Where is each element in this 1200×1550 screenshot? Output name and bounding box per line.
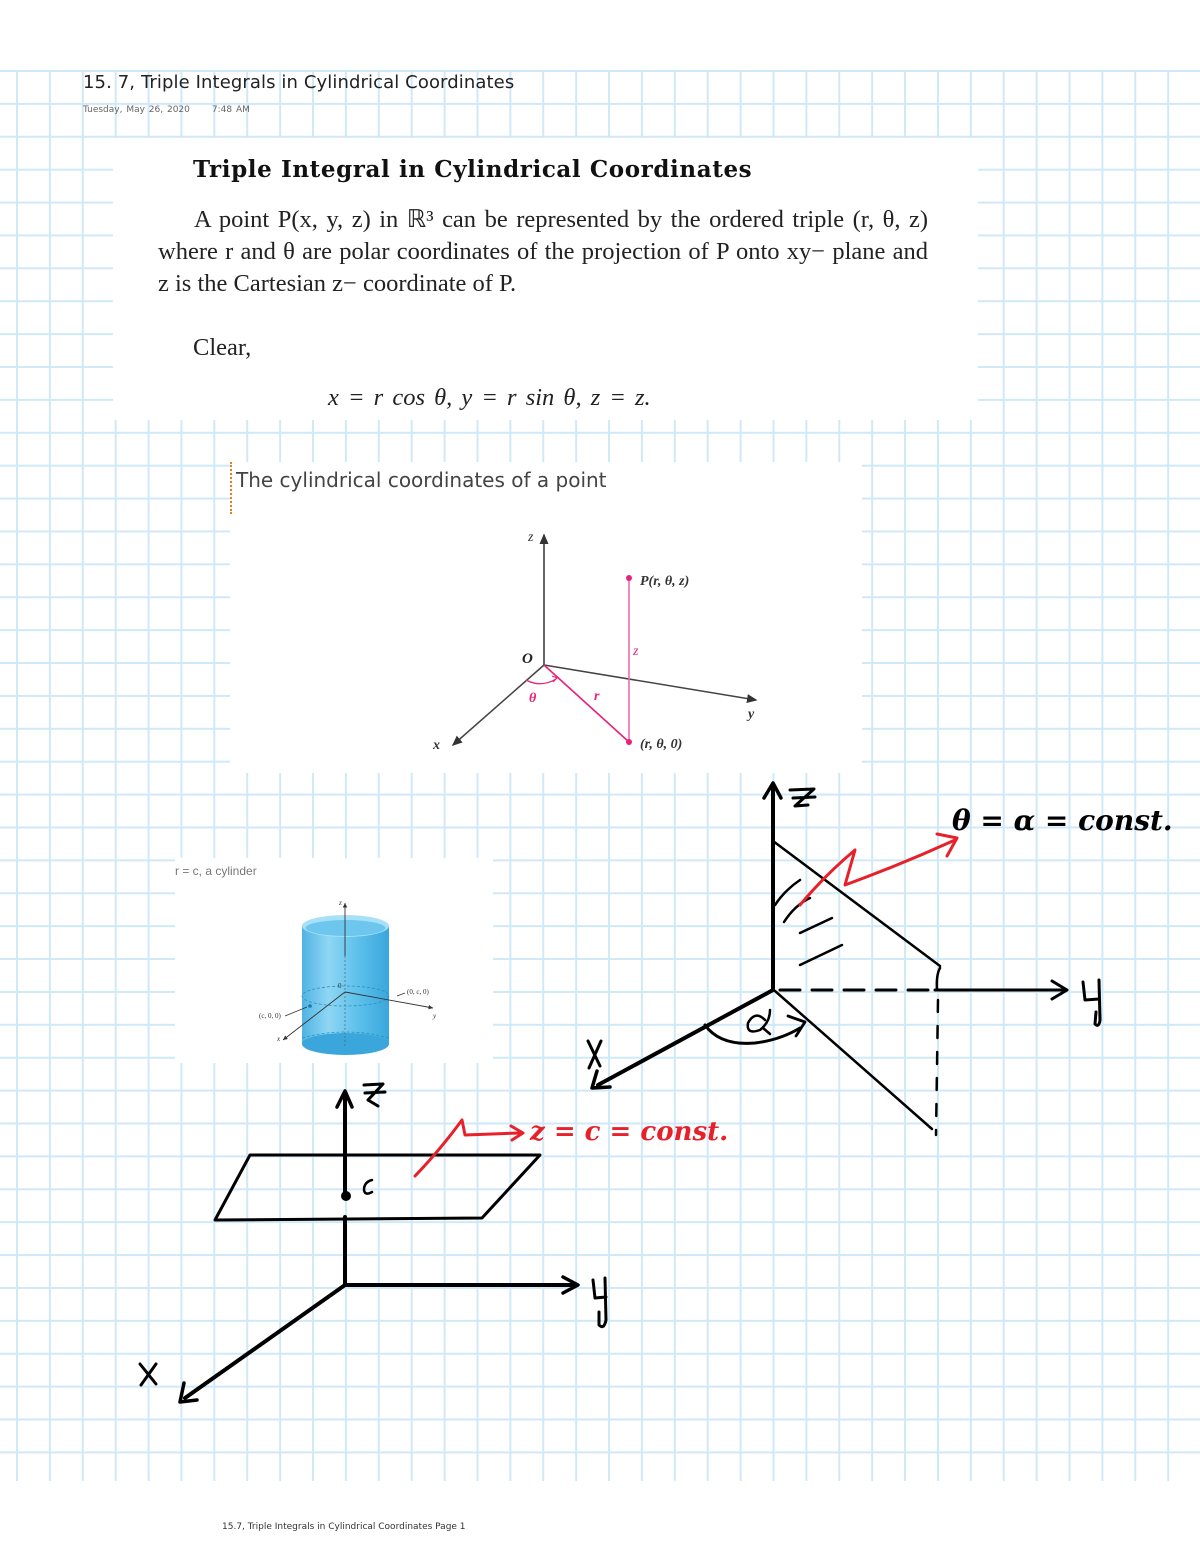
page-date: Tuesday, May 26, 2020 xyxy=(83,105,190,115)
textbook-paragraph-text: A point P(x, y, z) in ℝ³ can be represen… xyxy=(158,206,928,297)
page-time: 7:48 AM xyxy=(211,105,250,115)
page-footer: 15.7, Triple Integrals in Cylindrical Co… xyxy=(222,1522,466,1532)
point-label: P(r, θ, z) xyxy=(640,574,689,589)
z-axis-label: z xyxy=(338,899,342,907)
textbook-definition-image[interactable]: Triple Integral in Cylindrical Coordinat… xyxy=(113,138,978,420)
y-axis-label: y xyxy=(432,1012,437,1020)
x-axis-label: x xyxy=(276,1035,281,1043)
cylindrical-point-diagram: z y x O P(r, θ, z) (r, θ, 0) z r θ xyxy=(432,530,758,753)
radius-label: r xyxy=(594,689,600,704)
z-axis-label: z xyxy=(527,530,534,545)
plane-annotation-text: z = c = const. xyxy=(529,1117,728,1147)
origin-label: O xyxy=(522,651,533,667)
textbook-heading: Triple Integral in Cylindrical Coordinat… xyxy=(193,156,753,183)
cylinder-diagram: z 0 (c, 0, 0) (0, c, 0) y x xyxy=(259,899,437,1055)
projection-label: (r, θ, 0) xyxy=(640,737,682,752)
origin-label: 0 xyxy=(338,982,342,990)
y-axis-label: y xyxy=(746,707,755,722)
textbook-clear-label: Clear, xyxy=(193,334,252,361)
page-datetime: Tuesday, May 26, 2020 7:48 AM xyxy=(83,105,250,115)
height-label: z xyxy=(632,644,639,659)
text-cursor-marker xyxy=(230,462,232,514)
point-y-label: (0, c, 0) xyxy=(407,988,429,996)
figure-caption: The cylindrical coordinates of a point xyxy=(236,468,607,492)
textbook-paragraph: A point P(x, y, z) in ℝ³ can be represen… xyxy=(158,204,928,300)
halfplane-sketch xyxy=(586,781,1102,1137)
halfplane-annotation: θ = α = const. xyxy=(952,804,1173,837)
horizontal-plane-sketch xyxy=(138,1082,608,1404)
x-axis-label: x xyxy=(432,738,440,753)
cylindrical-point-figure[interactable]: The cylindrical coordinates of a point z… xyxy=(230,462,862,773)
halfplane-annotation-text: θ = α = const. xyxy=(952,804,1173,837)
plane-annotation: z = c = const. xyxy=(529,1117,728,1147)
conversion-formula: x = r cos θ, y = r sin θ, z = z. xyxy=(328,384,651,411)
point-x-label: (c, 0, 0) xyxy=(259,1012,281,1020)
page-title: 15. 7, Triple Integrals in Cylindrical C… xyxy=(83,72,515,93)
figure-caption: r = c, a cylinder xyxy=(175,864,257,878)
angle-label: θ xyxy=(529,691,537,706)
cylinder-figure[interactable]: r = c, a cylinder z 0 (c, xyxy=(175,858,493,1063)
